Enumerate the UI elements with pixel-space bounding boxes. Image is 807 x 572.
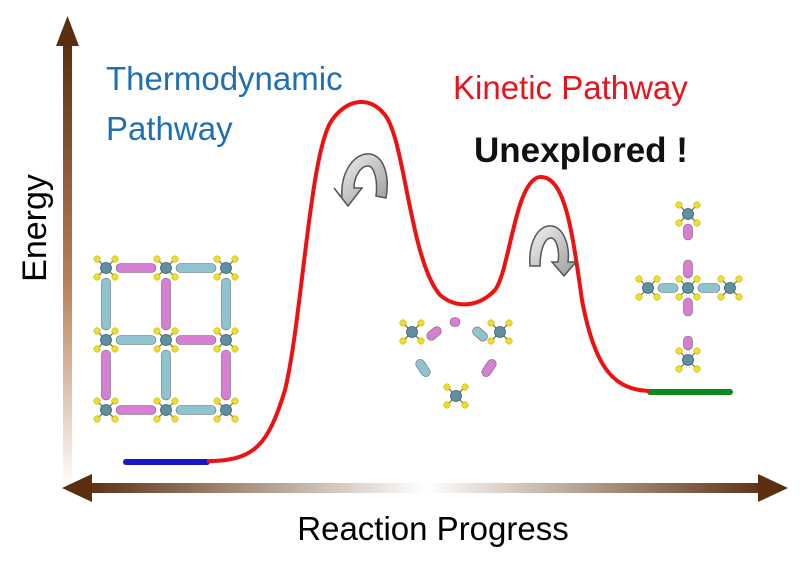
metal-node [93,327,119,353]
linker-rod [481,359,497,377]
linker-rod [221,349,231,401]
linker-rod [175,335,217,345]
linker-rod [657,283,679,293]
x-axis-label: Reaction Progress [297,510,568,547]
kinetic-label: Kinetic Pathway [453,69,688,106]
thermodynamic-grid-structure [93,255,239,423]
metal-node [213,327,239,353]
linker-rod [683,223,693,241]
linker-rod [449,317,461,327]
linker-rod [161,349,171,401]
linker-rod [697,283,721,293]
metal-node [675,201,701,227]
x-axis-arrowhead-left-icon [62,474,92,502]
metal-node [153,397,179,423]
energy-curve [206,100,651,463]
linker-rod [426,326,442,341]
x-axis-arrowhead-right-icon [758,474,788,502]
linker-rod [175,405,217,415]
linker-rod [683,259,693,279]
metal-node [399,319,425,345]
linker-rod [115,263,157,273]
linker-rod [221,277,231,331]
thermo-label-line1: Thermodynamic [106,60,343,97]
intermediate-ring-structure [399,317,513,409]
linker-rod [472,326,488,342]
metal-node [675,275,701,301]
linker-rod [161,277,171,331]
metal-node [635,275,661,301]
kinetic-cross-structure [635,201,743,373]
x-axis [62,474,788,502]
metal-node [153,255,179,281]
unexplored-label: Unexplored ! [474,131,688,170]
thermo-label-line2: Pathway [106,110,233,147]
linker-rod [683,335,693,351]
metal-node [93,397,119,423]
linker-rod [683,297,693,317]
metal-node [675,347,701,373]
metal-node [487,319,513,345]
metal-node [717,275,743,301]
metal-node [213,255,239,281]
y-axis-label: Energy [16,174,54,282]
linker-rod [175,263,217,273]
y-axis-arrowhead-icon [56,16,79,46]
linker-rod [115,405,157,415]
barrier-2-curved-arrow-icon [529,225,578,278]
y-axis [56,16,79,488]
linker-rod [115,335,157,345]
metal-node [443,383,469,409]
metal-node [93,255,119,281]
barrier-1-curved-arrow-icon [333,153,388,208]
linker-rod [101,349,111,401]
linker-rod [415,359,431,377]
metal-node [153,327,179,353]
linker-rod [101,277,111,331]
metal-node [213,397,239,423]
